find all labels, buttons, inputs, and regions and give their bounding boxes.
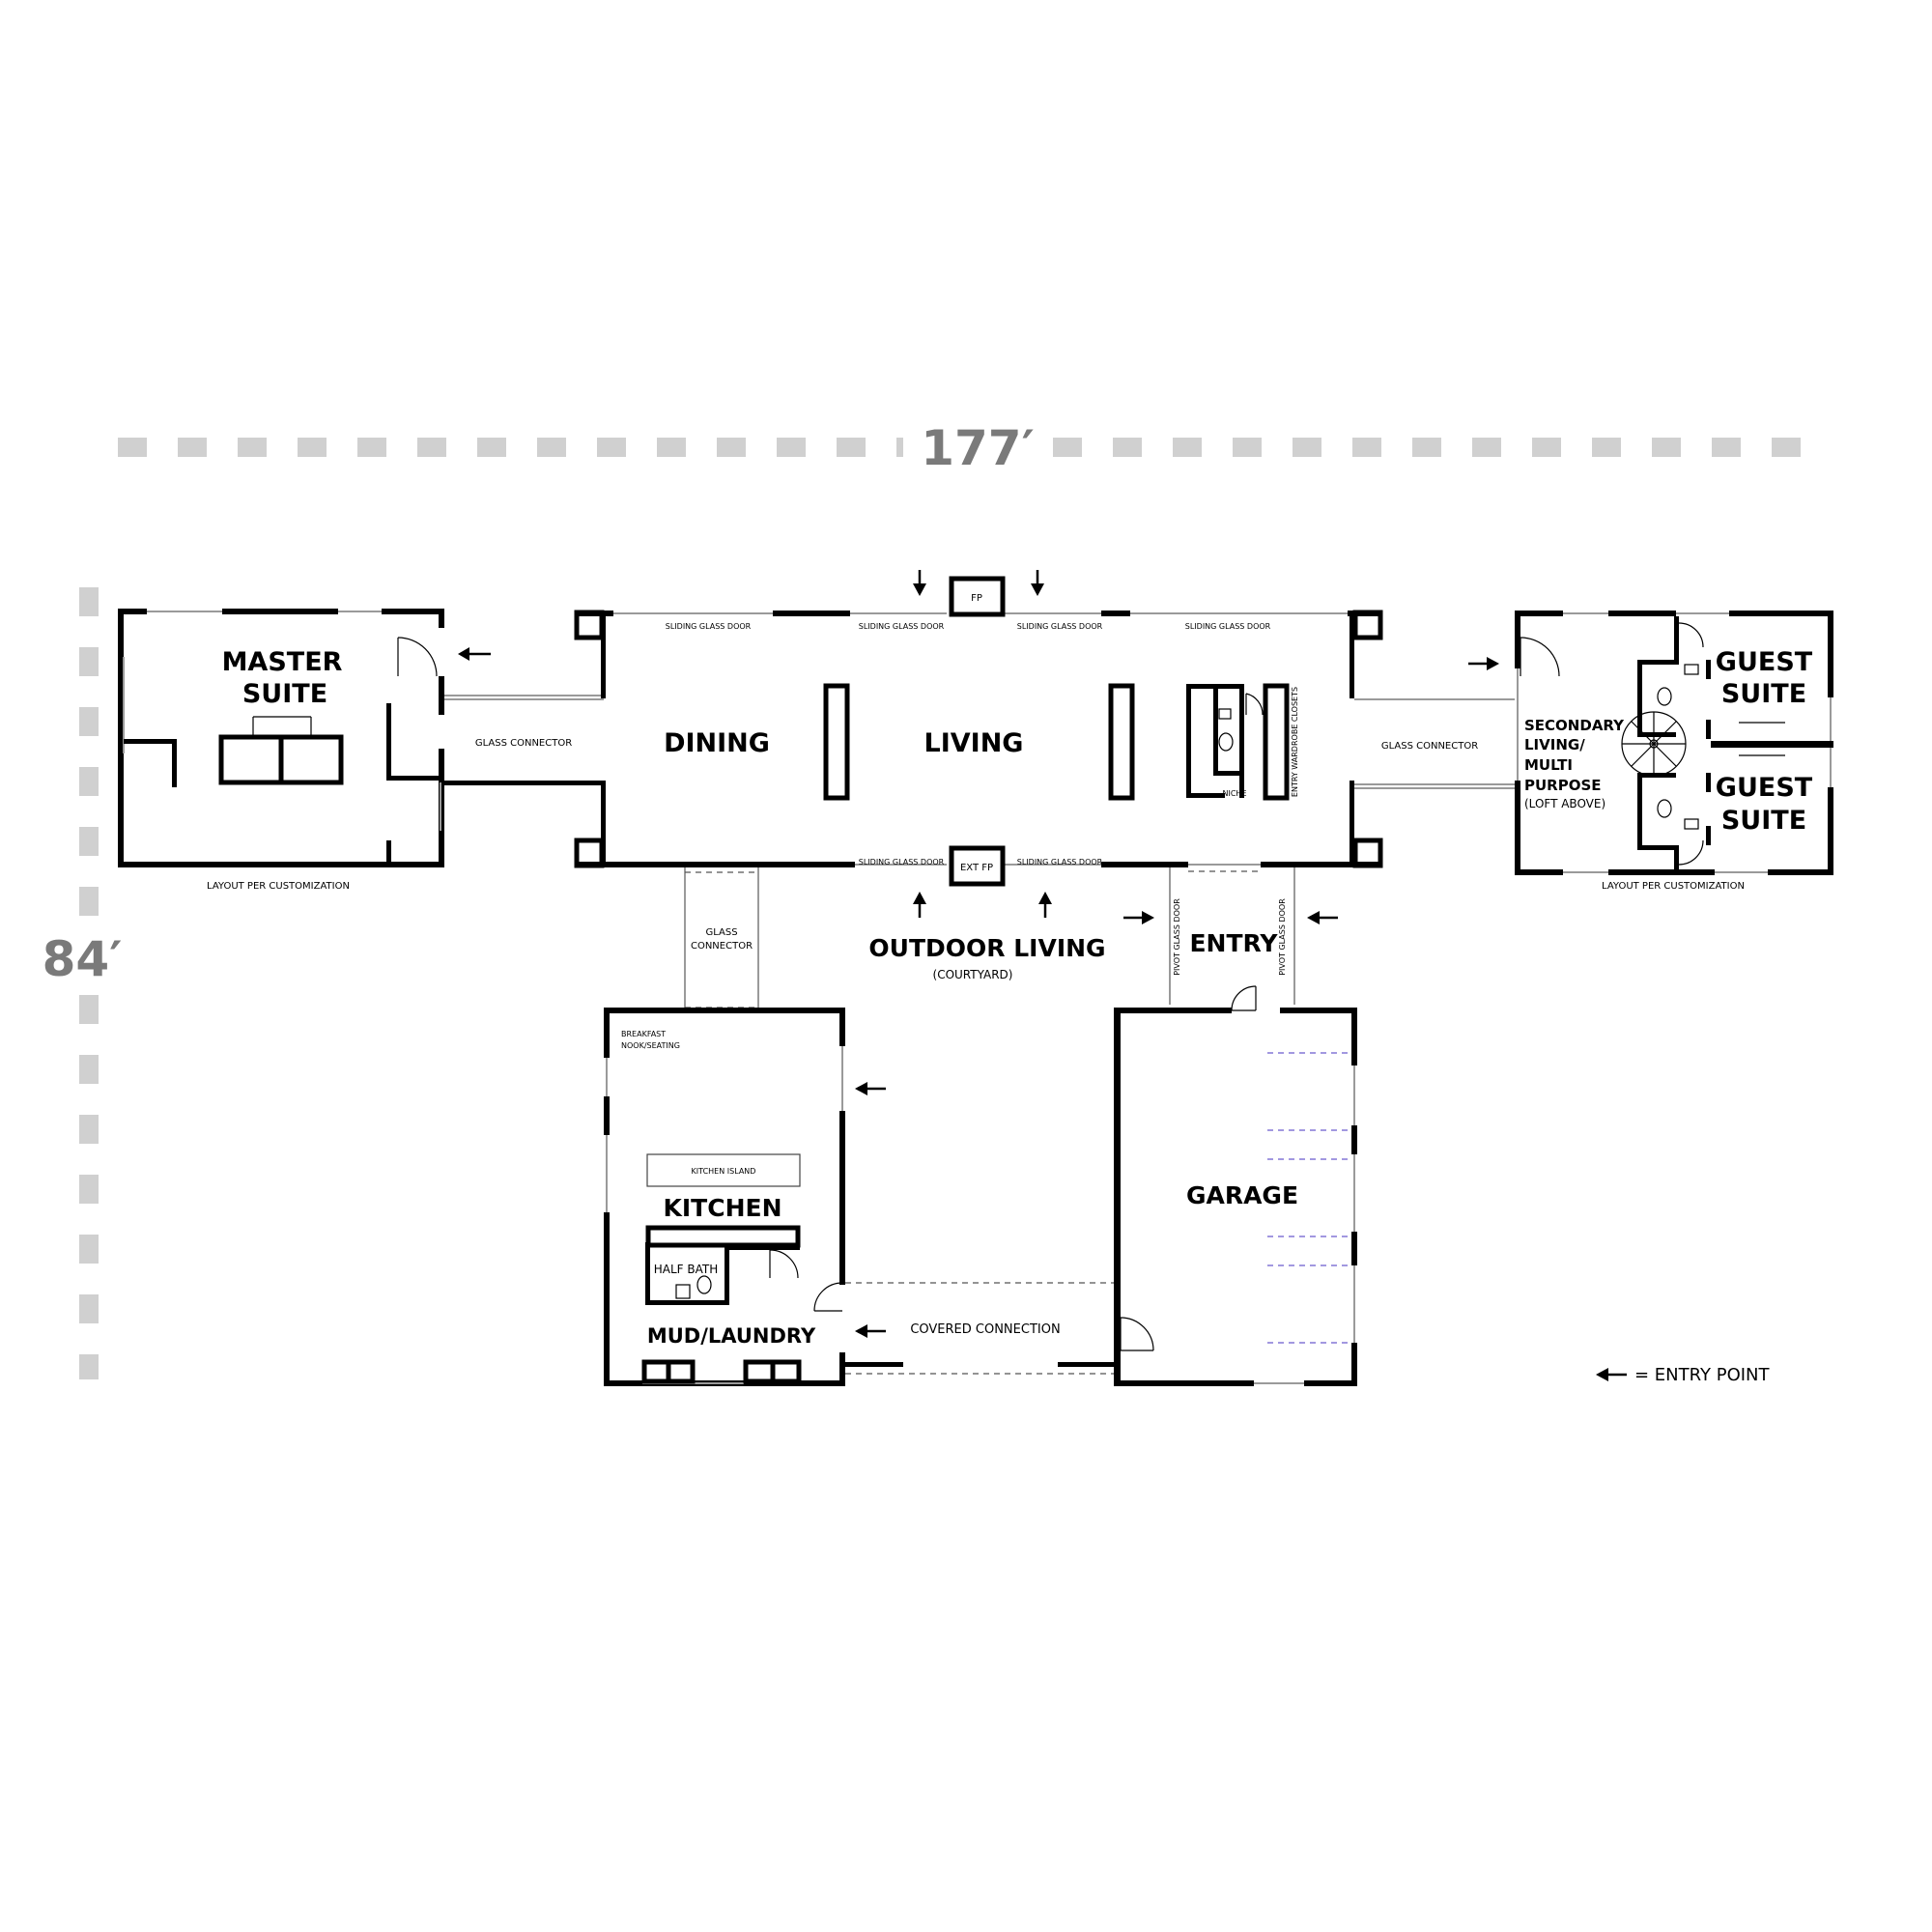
entry-label: ENTRY (1189, 929, 1278, 957)
entry-arrow-guest (1468, 657, 1499, 670)
courtyard-label: (COURTYARD) (933, 968, 1013, 981)
sliding-door-label-top-3: SLIDING GLASS DOOR (1017, 622, 1103, 631)
garage-label: GARAGE (1186, 1181, 1298, 1209)
guest-layout-note: LAYOUT PER CUSTOMIZATION (1602, 881, 1745, 892)
mud-laundry-label: MUD/LAUNDRY (647, 1324, 816, 1348)
outdoor-living-label: OUTDOOR LIVING (868, 934, 1105, 962)
sliding-door-label-bottom-1: SLIDING GLASS DOOR (859, 858, 945, 867)
kitchen-glass-connector-label-line2: CONNECTOR (691, 941, 753, 952)
niche-label: NICHE (1223, 789, 1247, 798)
covered-connection: COVERED CONNECTION (845, 1282, 1114, 1375)
entry-arrow-entry-right (1307, 911, 1338, 924)
main-living-block: FP EXT FP SLIDING GLASS DOOR SLIDING GLA… (574, 576, 1383, 887)
sliding-door-label-bottom-2: SLIDING GLASS DOOR (1017, 858, 1103, 867)
guest-suite-1-label-line2: SUITE (1721, 679, 1806, 709)
guest-suites-block: GUEST SUITE GUEST SUITE SECONDARY LIVING… (1515, 611, 1833, 892)
width-dimension-label: 177′ (921, 420, 1035, 476)
legend-entry-point-label: = ENTRY POINT (1634, 1365, 1771, 1385)
master-suite-block: MASTER SUITE LAYOUT PER CUSTOMIZATION (118, 609, 444, 892)
pivot-door-label-left: PIVOT GLASS DOOR (1173, 898, 1181, 976)
master-suite-label-line2: SUITE (242, 679, 327, 709)
covered-connection-label: COVERED CONNECTION (910, 1322, 1060, 1337)
guest-suite-2-label-line2: SUITE (1721, 806, 1806, 836)
living-label: LIVING (924, 728, 1024, 758)
entry-arrow-kitchen (855, 1082, 886, 1095)
width-dimension-line: 177′ (118, 420, 1826, 476)
kitchen-block: KITCHEN ISLAND BREAKFAST NOOK/SEATING KI… (604, 1008, 845, 1386)
sliding-door-label-top-4: SLIDING GLASS DOOR (1185, 622, 1271, 631)
right-glass-connector: GLASS CONNECTOR (1354, 698, 1515, 789)
sliding-door-label-top-2: SLIDING GLASS DOOR (859, 622, 945, 631)
breakfast-nook-label-line2: NOOK/SEATING (621, 1041, 680, 1050)
entry-wardrobe-closets-label: ENTRY WARDROBE CLOSETS (1291, 687, 1299, 797)
guest-suite-2-label-line1: GUEST (1716, 773, 1813, 803)
depth-dimension-label: 84′ (43, 931, 123, 987)
master-layout-note: LAYOUT PER CUSTOMIZATION (207, 881, 350, 892)
depth-dimension-line: 84′ (43, 587, 123, 1379)
kitchen-glass-connector-label-line1: GLASS (705, 927, 737, 938)
entry-arrow-courtyard-left (913, 892, 926, 918)
half-bath-label: HALF BATH (654, 1263, 719, 1276)
sliding-door-label-top-1: SLIDING GLASS DOOR (666, 622, 752, 631)
dining-label: DINING (664, 728, 770, 758)
breakfast-nook-label-line1: BREAKFAST (621, 1030, 666, 1038)
secondary-living-label-line3: MULTI (1524, 756, 1573, 774)
right-glass-connector-label: GLASS CONNECTOR (1381, 741, 1478, 752)
entry-arrow-top-right (1031, 570, 1044, 596)
entry-pivot-doors: PIVOT GLASS DOOR PIVOT GLASS DOOR ENTRY (1169, 867, 1295, 1005)
entry-arrow-top-left (913, 570, 926, 596)
kitchen-island-label: KITCHEN ISLAND (692, 1167, 756, 1176)
kitchen-glass-connector: GLASS CONNECTOR (684, 867, 759, 1009)
secondary-living-label-line4: PURPOSE (1524, 777, 1602, 794)
left-glass-connector-label: GLASS CONNECTOR (475, 738, 572, 749)
pivot-door-label-right: PIVOT GLASS DOOR (1278, 898, 1287, 976)
secondary-living-label-line2: LIVING/ (1524, 736, 1585, 753)
entry-arrow-courtyard-right (1038, 892, 1052, 918)
entry-arrow-entry-left (1123, 911, 1154, 924)
secondary-living-label-line5: (LOFT ABOVE) (1524, 797, 1605, 810)
master-suite-label-line1: MASTER (222, 647, 343, 677)
left-glass-connector: GLASS CONNECTOR (444, 695, 604, 785)
entry-arrow-master (458, 647, 491, 661)
legend-arrow-icon (1596, 1368, 1627, 1381)
courtyard-area: OUTDOOR LIVING (COURTYARD) (868, 934, 1105, 981)
secondary-living-label-line1: SECONDARY (1524, 717, 1625, 734)
guest-suite-1-label-line1: GUEST (1716, 647, 1813, 677)
exterior-fireplace-label: EXT FP (960, 863, 993, 873)
kitchen-label: KITCHEN (664, 1194, 782, 1222)
entry-arrow-mudroom (855, 1324, 886, 1338)
fireplace-label: FP (971, 593, 982, 604)
legend: = ENTRY POINT (1596, 1365, 1771, 1385)
garage-block: GARAGE (1114, 985, 1357, 1386)
